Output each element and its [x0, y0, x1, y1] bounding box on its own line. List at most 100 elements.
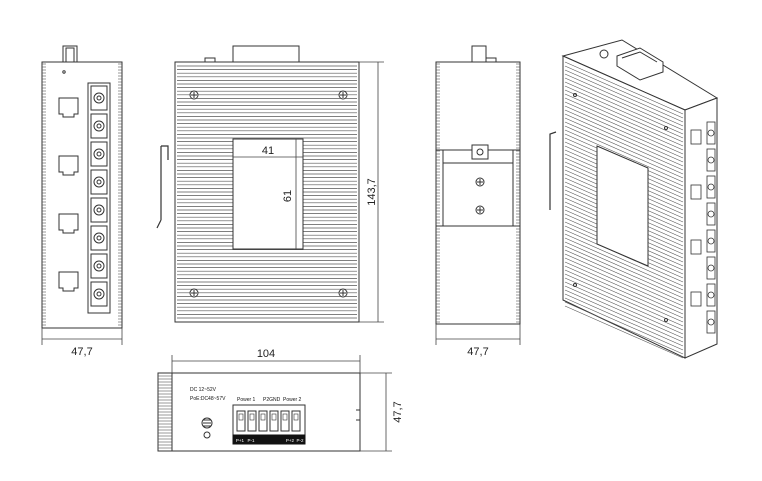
fin-line: [564, 269, 684, 323]
fin-line: [564, 245, 684, 299]
fin-line: [564, 241, 684, 295]
side-height-dimension: [359, 61, 384, 323]
fin-line: [564, 289, 684, 343]
terminal-pin: [258, 410, 268, 432]
fiber-ring: [707, 318, 715, 326]
fin-line: [564, 281, 684, 335]
fiber-ring: [707, 291, 715, 299]
fiber-core: [96, 95, 102, 101]
front-right-fins: [118, 63, 122, 326]
front-width-dimension: [41, 328, 123, 345]
fin-line: [564, 301, 684, 355]
fiber-core: [96, 235, 102, 241]
rj45-ports: [58, 97, 79, 292]
fin-line: [564, 73, 684, 127]
fiber-ring: [707, 237, 715, 245]
window-width-label: 41: [262, 145, 274, 157]
fin-line: [564, 261, 684, 315]
fiber-ring: [707, 156, 715, 164]
rj45-port: [690, 184, 702, 200]
fin-line: [564, 273, 684, 327]
bottom-depth-dimension: [171, 355, 361, 373]
terminal-screw: [293, 413, 299, 421]
fin-line: [564, 293, 684, 347]
terminal-pin: [247, 410, 257, 432]
p2gnd-label: P2GND: [263, 397, 281, 403]
fiber-core: [96, 123, 102, 129]
fin-line: [564, 113, 684, 167]
fin-line: [564, 277, 684, 331]
rj45-port: [58, 271, 79, 292]
bottom-height-label: 47,7: [392, 401, 404, 422]
terminal-pin: [269, 410, 279, 432]
fiber-ring: [707, 264, 715, 272]
fin-line: [564, 265, 684, 319]
fin-line: [564, 121, 684, 175]
fin-line: [564, 249, 684, 303]
fiber-core: [96, 179, 102, 185]
fin-line: [564, 109, 684, 163]
terminal-pin: [280, 410, 290, 432]
rear-left-fins: [436, 63, 440, 323]
front-view: [41, 45, 123, 329]
terminal-screw: [282, 413, 288, 421]
fin-line: [564, 237, 684, 291]
bottom-depth-label: 104: [257, 348, 275, 360]
fin-line: [564, 89, 684, 143]
fin-line: [564, 129, 684, 183]
pin-label: P+1: [236, 438, 245, 443]
fin-line: [564, 81, 684, 135]
rj45-port: [690, 291, 702, 307]
bottom-left-fins: [158, 375, 172, 449]
fin-line: [564, 297, 684, 351]
side-view: [156, 45, 360, 323]
pin-label: P-2: [296, 438, 304, 443]
fiber-ports: [90, 85, 108, 307]
rear-right-fins: [516, 63, 520, 323]
terminal-pin: [236, 410, 246, 432]
front-width-label: 47,7: [71, 346, 92, 358]
fin-line: [564, 117, 684, 171]
terminal-screw: [260, 413, 266, 421]
terminal-screw: [271, 413, 277, 421]
fin-line: [564, 257, 684, 311]
poe-voltage-label: PoE:DC48~57V: [190, 396, 226, 402]
rj45-port: [58, 213, 79, 234]
fiber-core: [96, 207, 102, 213]
fin-line: [564, 285, 684, 339]
pin-label: P-1: [247, 438, 255, 443]
fin-line: [564, 253, 684, 307]
fin-line: [564, 105, 684, 159]
fin-line: [564, 77, 684, 131]
terminal-screw: [238, 413, 244, 421]
window-dimensions: [233, 139, 303, 249]
iso-ports: [690, 121, 716, 334]
fiber-ring: [707, 210, 715, 218]
rj45-port: [690, 129, 702, 145]
fin-line: [564, 93, 684, 147]
fin-line: [564, 85, 684, 139]
fiber-ring: [707, 183, 715, 191]
fin-line: [564, 65, 684, 119]
power1-label: Power 1: [237, 397, 256, 403]
rear-view: [435, 45, 521, 325]
fin-line: [564, 101, 684, 155]
fiber-core: [96, 263, 102, 269]
rear-width-label: 47,7: [467, 346, 488, 358]
window-height-label: 61: [282, 190, 294, 202]
terminal-label-strip: [232, 434, 306, 445]
bottom-height-dimension: [360, 372, 392, 452]
rj45-port: [58, 97, 79, 118]
rear-width-dimension: [435, 324, 521, 345]
power2-label: Power 2: [283, 397, 302, 403]
side-height-label: 143,7: [366, 178, 378, 206]
terminal-pin: [291, 410, 301, 432]
front-left-fins: [42, 63, 46, 326]
fiber-core: [96, 291, 102, 297]
power-terminal-pins: [236, 410, 301, 432]
terminal-screw: [249, 413, 255, 421]
isometric-view: [549, 39, 719, 359]
fin-line: [564, 233, 684, 287]
